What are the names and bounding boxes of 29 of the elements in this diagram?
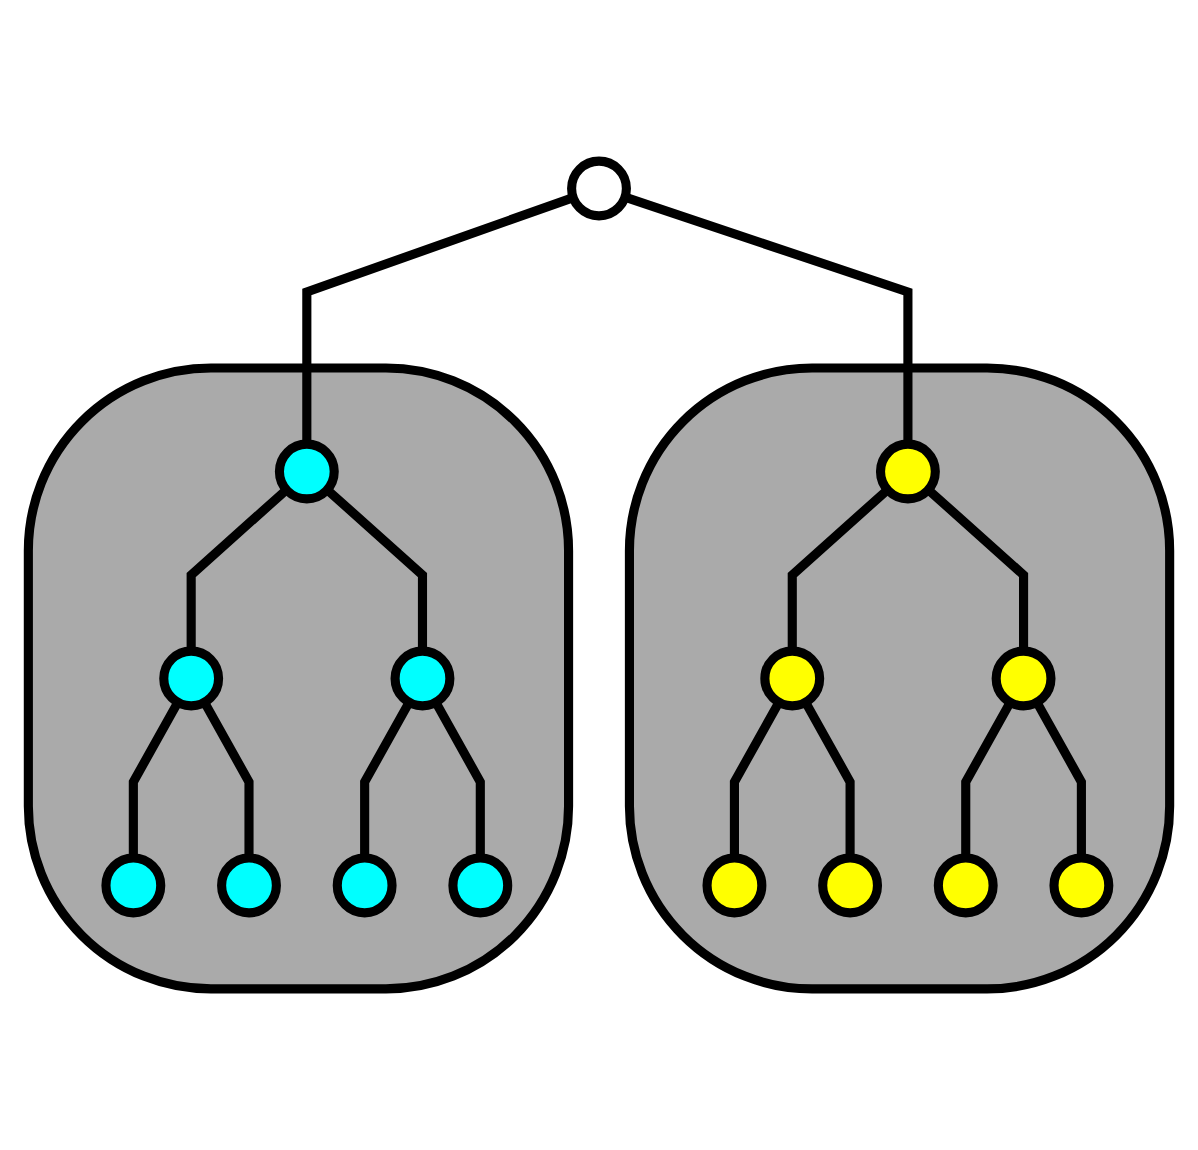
connector (961, 700, 1015, 859)
connector (925, 486, 1029, 652)
connector (787, 486, 891, 652)
node-circle (760, 646, 825, 711)
connector (1032, 700, 1086, 859)
node-circle (702, 853, 767, 918)
connector (360, 700, 414, 859)
node-circle (818, 853, 883, 918)
connector (431, 700, 485, 859)
connector (623, 192, 913, 445)
connector (302, 193, 575, 445)
node-circle (1049, 853, 1114, 918)
node-circle (567, 156, 631, 221)
node-circle (217, 853, 281, 918)
node-circle (933, 853, 998, 918)
node-circle (274, 439, 339, 504)
connector (801, 700, 855, 859)
node-circle (875, 439, 940, 504)
node-circle (332, 853, 397, 918)
node-circle (101, 853, 166, 918)
connector (200, 700, 254, 859)
connector (128, 700, 182, 859)
connector (324, 486, 428, 652)
connector (186, 486, 290, 652)
node-circle (390, 646, 455, 711)
node-circle (991, 646, 1056, 711)
connector (729, 700, 783, 859)
node-circle (159, 646, 224, 711)
node-circle (448, 853, 513, 918)
